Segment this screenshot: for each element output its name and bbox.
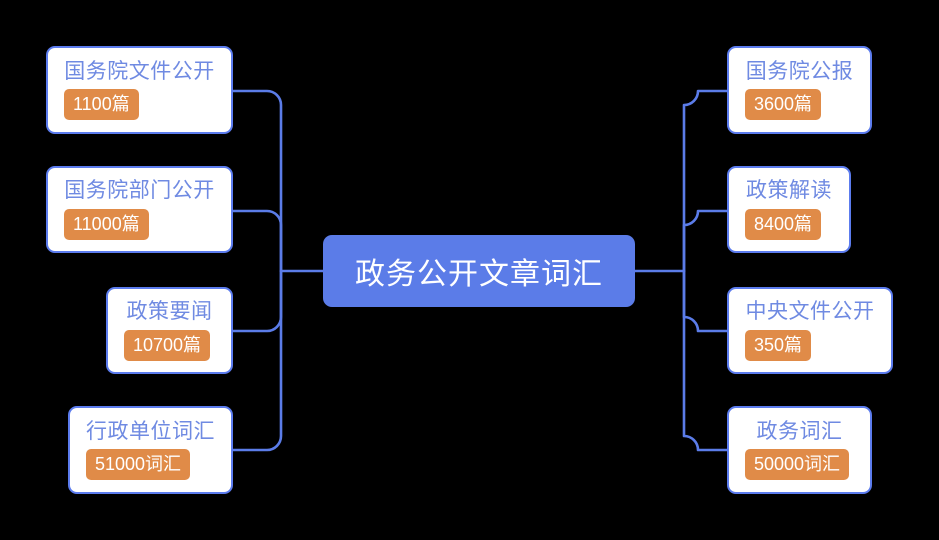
branch-title: 国务院文件公开 (64, 59, 215, 83)
branch-title: 行政单位词汇 (86, 419, 215, 443)
center-node[interactable]: 政务公开文章词汇 (323, 235, 635, 307)
branch-title: 政务词汇 (756, 419, 843, 443)
badge-row: 3600篇 (745, 89, 854, 121)
branch-node-right-2[interactable]: 政策解读 8400篇 (727, 166, 851, 253)
badge-row: 11000篇 (64, 208, 215, 240)
badge-row: 8400篇 (745, 208, 833, 240)
branch-node-left-4[interactable]: 行政单位词汇 51000词汇 (68, 406, 233, 494)
branch-node-left-3[interactable]: 政策要闻 10700篇 (106, 287, 233, 374)
center-node-label: 政务公开文章词汇 (355, 258, 603, 291)
count-badge: 8400篇 (745, 208, 822, 240)
badge-row: 50000词汇 (745, 449, 854, 481)
count-badge: 11000篇 (64, 208, 149, 240)
count-badge: 51000词汇 (86, 449, 191, 481)
badge-row: 10700篇 (124, 329, 215, 361)
branch-title: 国务院部门公开 (64, 179, 215, 203)
count-badge: 350篇 (745, 329, 812, 361)
branch-node-right-3[interactable]: 中央文件公开 350篇 (727, 287, 893, 374)
branch-node-left-2[interactable]: 国务院部门公开 11000篇 (46, 166, 233, 253)
branch-node-right-4[interactable]: 政务词汇 50000词汇 (727, 406, 872, 494)
branch-title: 政策解读 (746, 179, 832, 203)
badge-row: 1100篇 (64, 89, 215, 121)
branch-title: 国务院公报 (745, 59, 854, 83)
count-badge: 3600篇 (745, 89, 822, 121)
branch-title: 政策要闻 (126, 300, 213, 324)
count-badge: 10700篇 (124, 329, 211, 361)
count-badge: 50000词汇 (745, 449, 850, 481)
count-badge: 1100篇 (64, 89, 139, 121)
branch-node-right-1[interactable]: 国务院公报 3600篇 (727, 46, 872, 134)
branch-node-left-1[interactable]: 国务院文件公开 1100篇 (46, 46, 233, 134)
badge-row: 350篇 (745, 329, 875, 361)
branch-title: 中央文件公开 (745, 300, 875, 324)
badge-row: 51000词汇 (86, 449, 215, 481)
